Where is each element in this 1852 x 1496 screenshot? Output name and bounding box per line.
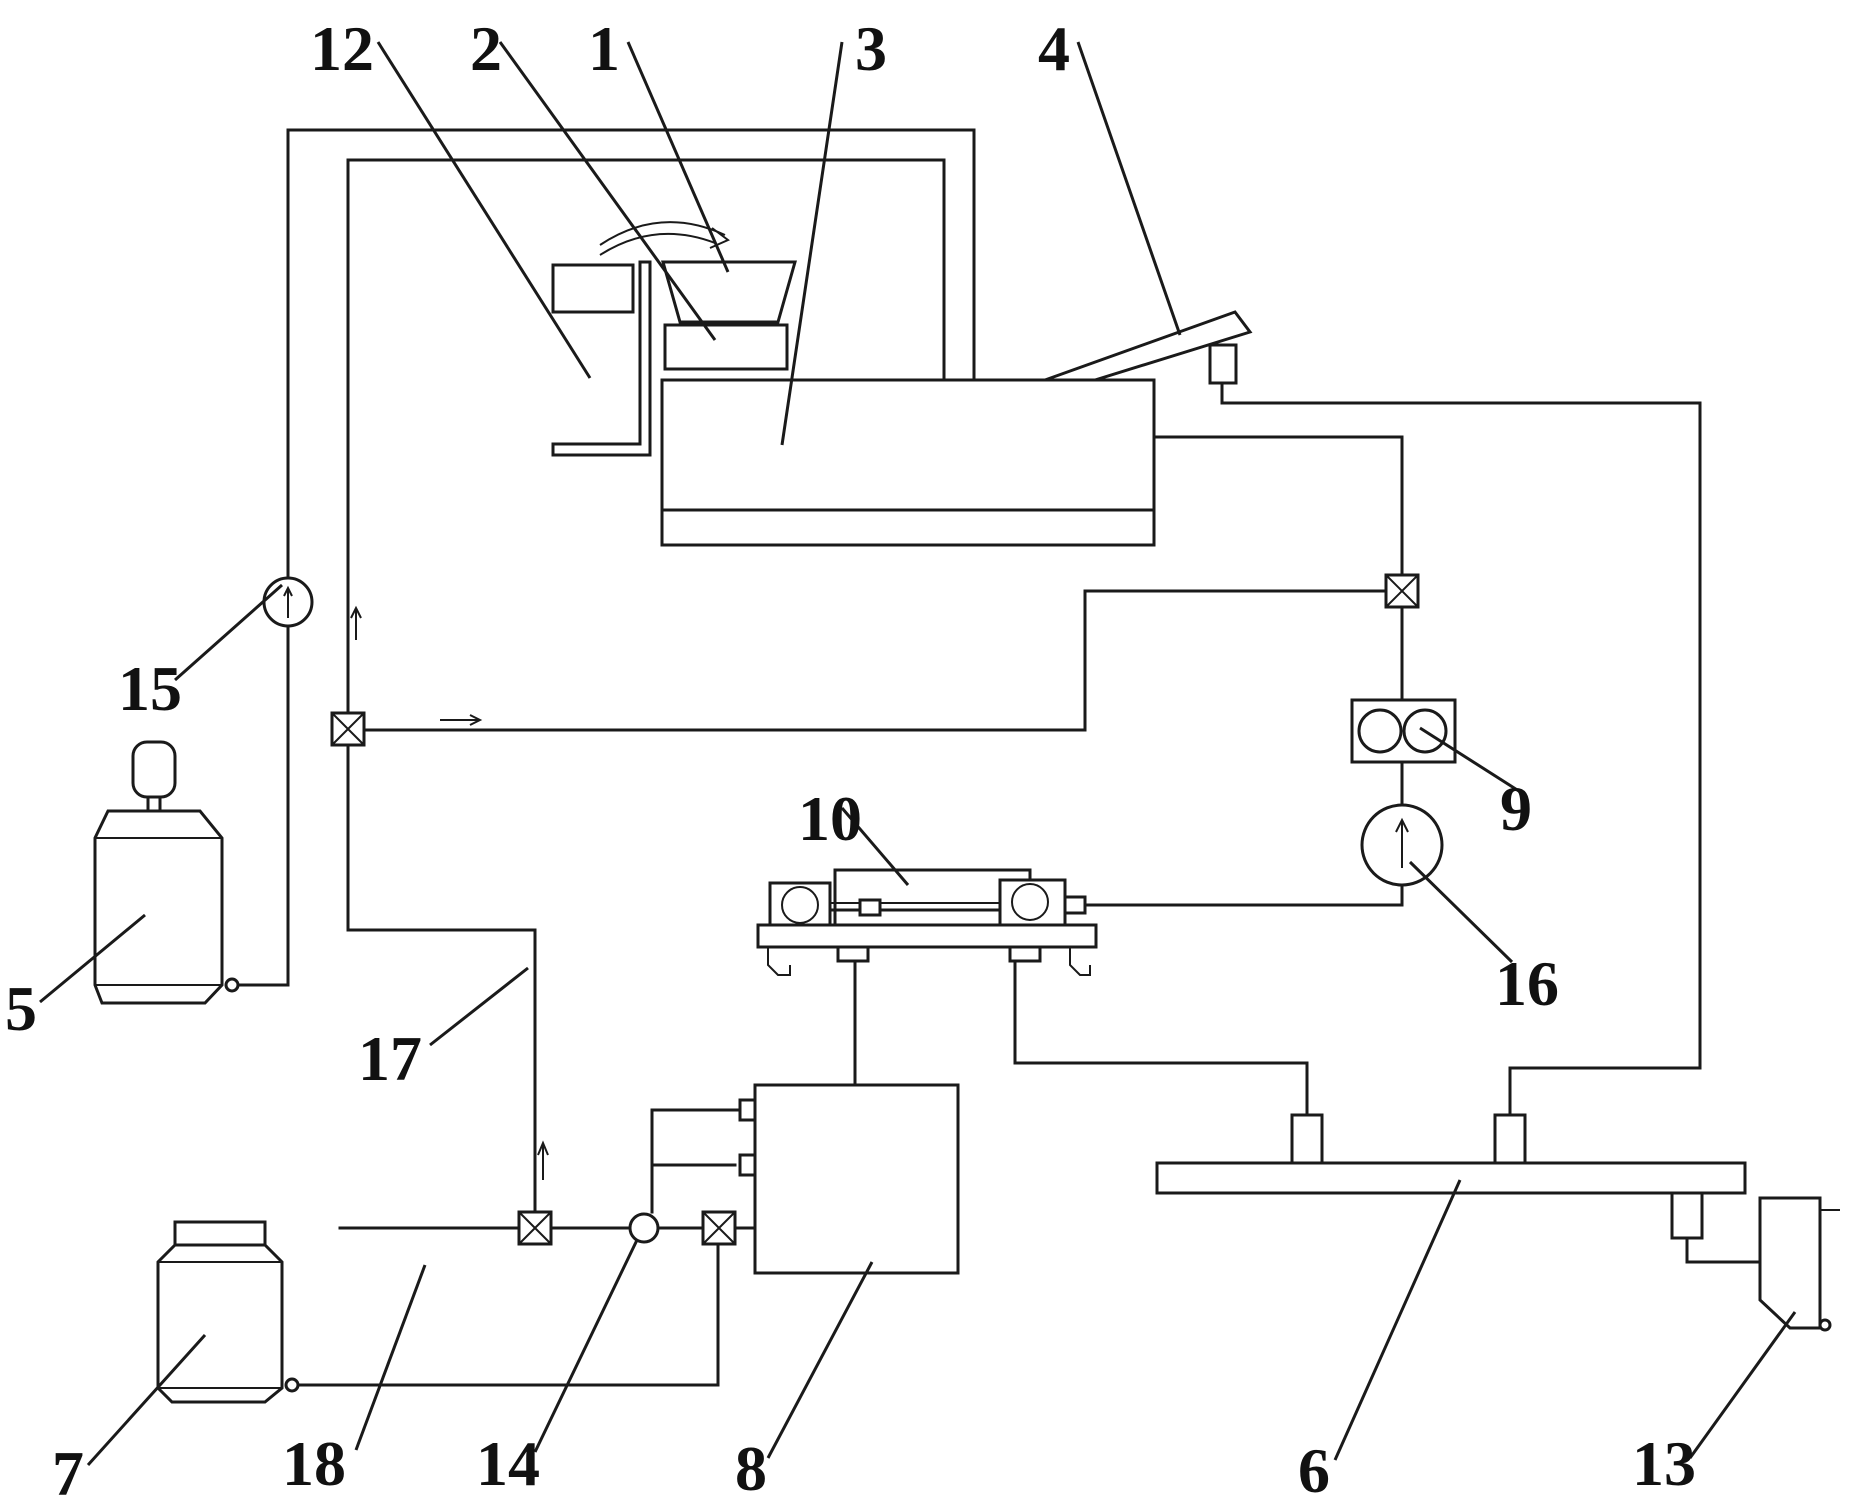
label-1: 1 (588, 13, 620, 84)
label-6: 6 (1298, 1435, 1330, 1496)
label-7: 7 (52, 1438, 84, 1496)
label-17: 17 (358, 1023, 422, 1094)
label-16: 16 (1495, 948, 1559, 1019)
pipe-15-to-tank (230, 128, 976, 987)
label-14: 14 (476, 1428, 540, 1496)
label-15: 15 (118, 653, 182, 724)
conveyor-outlet (1208, 343, 1238, 385)
pipe-return-left (362, 589, 1388, 732)
pipe-return-to-tank (346, 158, 946, 715)
tank-7 (156, 1243, 284, 1404)
centrifuge-10 (756, 868, 1098, 976)
chute-12 (551, 260, 652, 457)
label-9: 9 (1500, 773, 1532, 844)
label-18: 18 (282, 1428, 346, 1496)
platform-6 (1155, 1161, 1747, 1195)
label-13: 13 (1632, 1428, 1696, 1496)
unit-8 (753, 1083, 960, 1275)
tank-5 (93, 809, 224, 1005)
hopper-1 (661, 260, 797, 324)
label-10: 10 (798, 783, 862, 854)
label-8: 8 (735, 1433, 767, 1496)
canister-13 (1758, 1196, 1822, 1330)
label-3: 3 (855, 13, 887, 84)
feeder-2 (663, 323, 789, 371)
tank-7-cap (173, 1220, 267, 1247)
tank-5-motor (131, 740, 177, 799)
label-4: 4 (1038, 13, 1070, 84)
conveyor-4 (1044, 310, 1253, 382)
pipe-tank-right (1152, 435, 1404, 577)
label-2: 2 (470, 13, 502, 84)
label-5: 5 (5, 973, 37, 1044)
label-12: 12 (310, 13, 374, 84)
pump-14 (628, 1212, 660, 1244)
chute-box-12 (551, 263, 635, 314)
tank-3 (660, 378, 1156, 547)
